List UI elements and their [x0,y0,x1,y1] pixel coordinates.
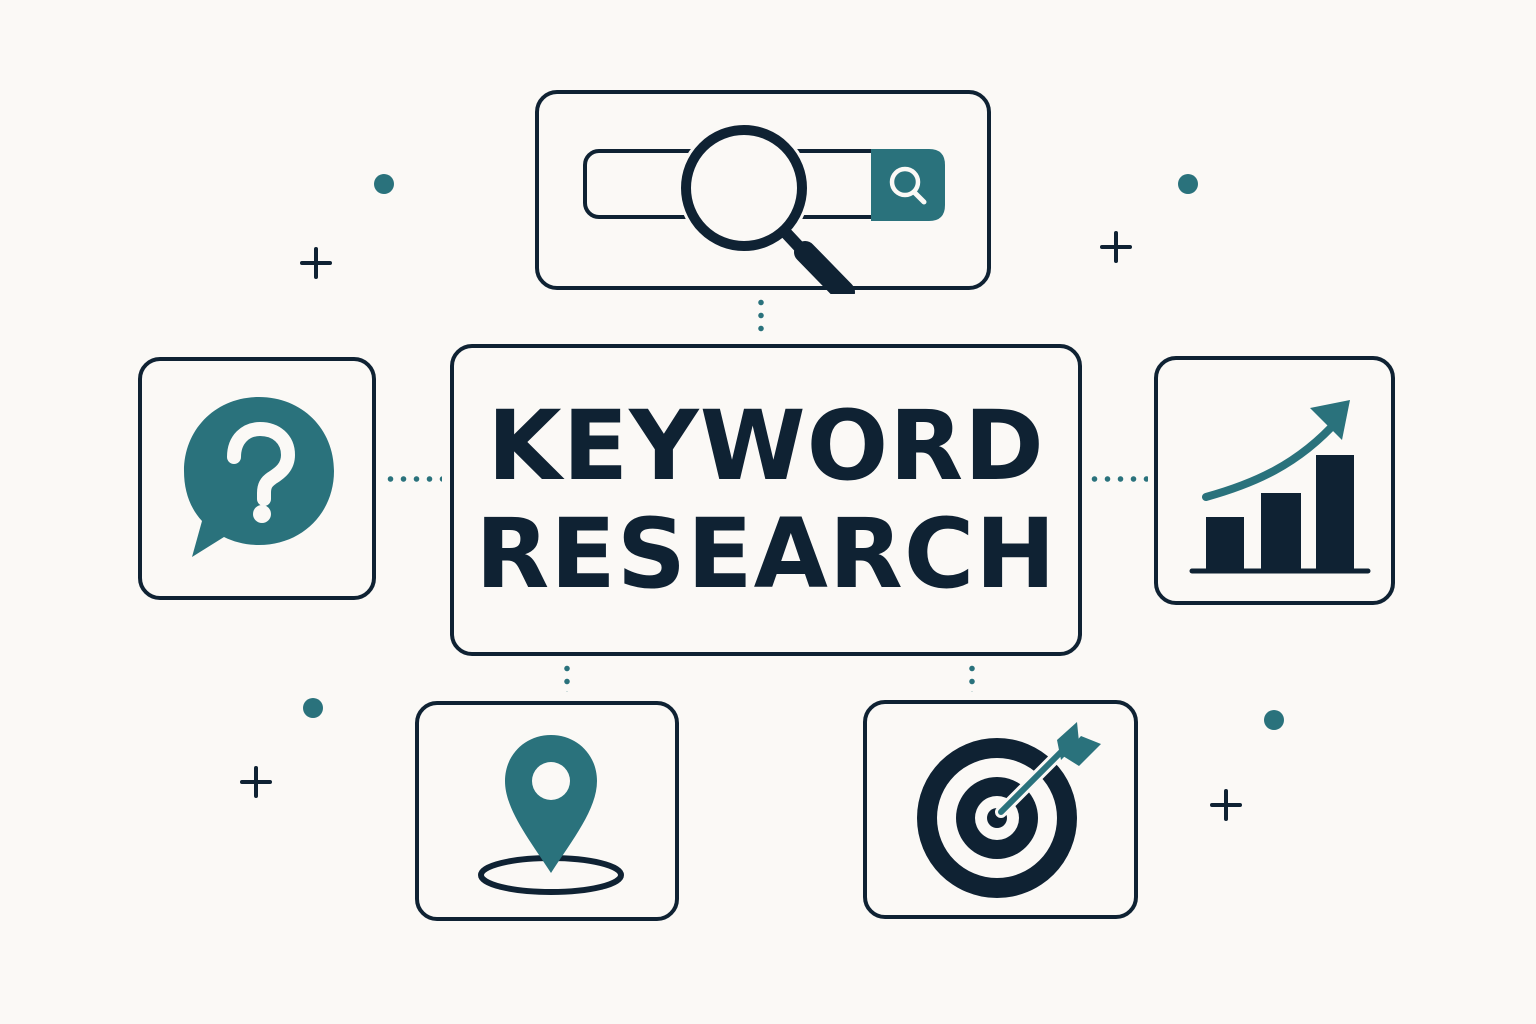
growth-card [1154,356,1395,605]
decor-dot-top-right [1178,174,1198,194]
decor-plus-bottom-right [1210,789,1242,821]
title-line-keyword: KEYWORD [487,390,1045,502]
connector-top [758,296,764,338]
question-card [138,357,376,600]
connector-left [384,476,442,482]
target-arrow-icon [917,722,1101,898]
search-card [535,90,991,294]
decor-dot-top-left [374,174,394,194]
target-card [863,700,1138,919]
location-card [415,701,679,921]
decor-dot-bottom-left [303,698,323,718]
title-line-research: RESEARCH [475,498,1057,610]
question-speech-bubble-icon [184,397,334,557]
search-bar-magnifier-icon [583,122,945,294]
decor-plus-bottom-left [240,766,272,798]
decor-dot-bottom-right [1264,710,1284,730]
growth-bar-chart-icon [1189,400,1371,574]
connector-bottom-right [969,662,975,692]
decor-plus-top-right [1100,231,1132,263]
location-pin-icon [478,735,624,895]
connector-bottom-left [564,662,570,692]
keyword-research-title-card: KEYWORD RESEARCH [450,344,1082,656]
connector-right [1088,476,1148,482]
decor-plus-top-left [300,247,332,279]
